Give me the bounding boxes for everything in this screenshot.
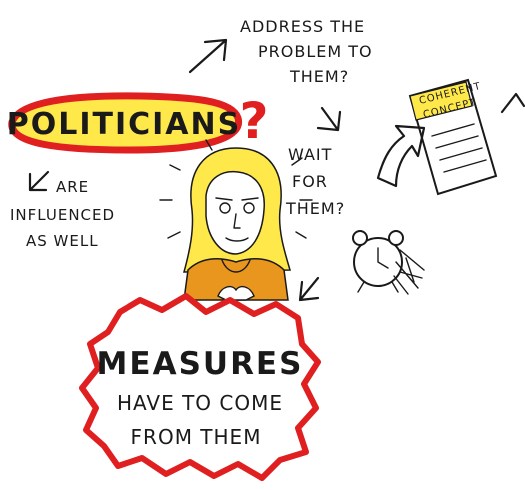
wait-line-1: WAIT	[288, 145, 332, 164]
wait-note: WAIT FOR THEM?	[285, 145, 345, 218]
politicians-label: POLITICIANS	[7, 107, 242, 142]
address-line-3: THEM?	[289, 67, 349, 86]
measures-line-3: FROM THEM	[131, 425, 262, 449]
politicians-banner: POLITICIANS	[7, 92, 243, 154]
address-line-2: PROBLEM TO	[258, 42, 373, 61]
arrow-to-document-icon	[376, 124, 426, 188]
arrow-down-icon	[316, 106, 342, 132]
address-line-1: ADDRESS THE	[240, 17, 365, 36]
influenced-line-2: INFLUENCED	[10, 206, 115, 224]
alarm-clock-icon	[352, 230, 425, 295]
measures-line-2: HAVE TO COME	[117, 391, 283, 415]
arrow-down-left-icon	[28, 170, 50, 192]
influenced-line-3: AS WELL	[26, 232, 99, 250]
arrow-to-measures-icon	[298, 276, 320, 302]
wait-line-3: THEM?	[285, 199, 345, 218]
wait-line-2: FOR	[292, 172, 328, 191]
influenced-line-1: ARE	[56, 178, 89, 196]
politician-portrait	[159, 139, 313, 301]
influenced-note: ARE INFLUENCED AS WELL	[10, 170, 115, 250]
arrow-right-edge-icon	[500, 92, 525, 114]
question-mark: ?	[239, 92, 268, 150]
measures-line-1: MEASURES	[97, 346, 304, 382]
arrow-up-right-icon	[188, 38, 228, 74]
address-problem-note: ADDRESS THE PROBLEM TO THEM?	[188, 17, 373, 86]
measures-burst: MEASURES HAVE TO COME FROM THEM	[79, 293, 321, 481]
document-icon: COHERENT CONCEPT	[408, 78, 498, 196]
